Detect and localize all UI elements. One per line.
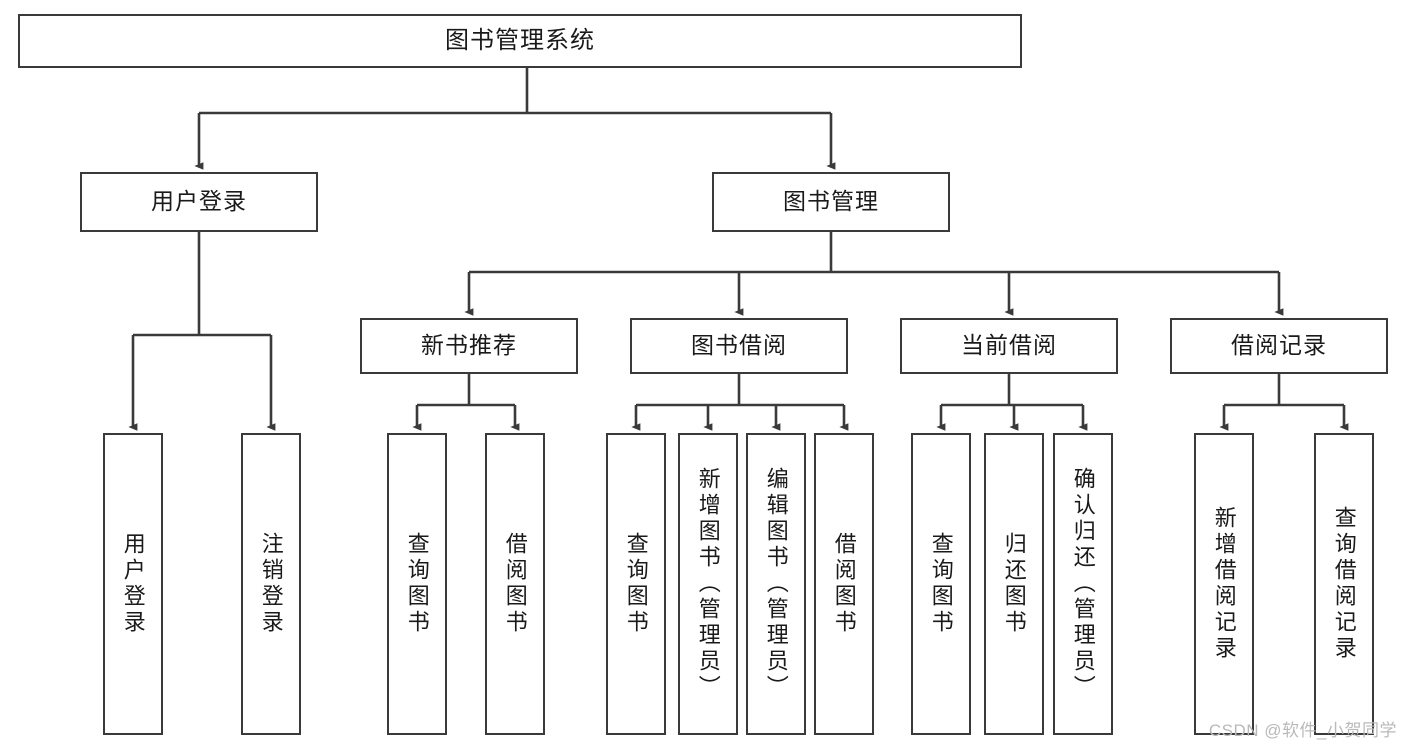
leaf-return-book[interactable]: 归还图书 <box>984 433 1044 735</box>
node-label: 用户登录 <box>151 188 247 215</box>
leaf-query-book-recommend[interactable]: 查询图书 <box>387 433 447 735</box>
node-label: 图书借阅 <box>691 332 787 359</box>
leaf-query-borrow-record[interactable]: 查询借阅记录 <box>1314 433 1374 735</box>
node-new-book-recommend[interactable]: 新书推荐 <box>360 318 578 374</box>
leaf-confirm-return-admin[interactable]: 确认归还（管理员） <box>1053 433 1113 735</box>
node-label: 用户登录 <box>120 532 146 636</box>
node-label: 查询图书 <box>404 532 430 636</box>
leaf-logout-action[interactable]: 注销登录 <box>241 433 301 735</box>
leaf-add-book-admin[interactable]: 新增图书（管理员） <box>678 433 738 735</box>
leaf-borrow-book-recommend[interactable]: 借阅图书 <box>485 433 545 735</box>
node-label: 编辑图书（管理员） <box>763 467 789 701</box>
leaf-borrow-book-action[interactable]: 借阅图书 <box>814 433 874 735</box>
node-book-management-system[interactable]: 图书管理系统 <box>18 14 1022 68</box>
node-label: 借阅图书 <box>502 532 528 636</box>
node-book-borrow[interactable]: 图书借阅 <box>630 318 848 374</box>
node-label: 查询图书 <box>928 532 954 636</box>
node-label: 借阅图书 <box>831 532 857 636</box>
node-label: 确认归还（管理员） <box>1070 467 1096 701</box>
node-book-manage[interactable]: 图书管理 <box>712 172 950 232</box>
watermark-text: CSDN @软件_小贺同学 <box>1208 721 1397 740</box>
node-label: 当前借阅 <box>961 332 1057 359</box>
node-current-borrow[interactable]: 当前借阅 <box>900 318 1118 374</box>
node-label: 新书推荐 <box>421 332 517 359</box>
node-label: 新增借阅记录 <box>1211 506 1237 662</box>
leaf-user-login-action[interactable]: 用户登录 <box>103 433 163 735</box>
node-label: 图书管理系统 <box>445 26 595 54</box>
node-label: 新增图书（管理员） <box>695 467 721 701</box>
node-label: 注销登录 <box>258 532 284 636</box>
leaf-edit-book-admin[interactable]: 编辑图书（管理员） <box>746 433 806 735</box>
leaf-add-borrow-record[interactable]: 新增借阅记录 <box>1194 433 1254 735</box>
node-label: 图书管理 <box>783 188 879 215</box>
node-label: 归还图书 <box>1001 532 1027 636</box>
leaf-query-book-borrow[interactable]: 查询图书 <box>606 433 666 735</box>
node-user-login[interactable]: 用户登录 <box>80 172 318 232</box>
node-label: 查询借阅记录 <box>1331 506 1357 662</box>
node-label: 查询图书 <box>623 532 649 636</box>
node-label: 借阅记录 <box>1231 332 1327 359</box>
node-borrow-record[interactable]: 借阅记录 <box>1170 318 1388 374</box>
leaf-query-book-current[interactable]: 查询图书 <box>911 433 971 735</box>
